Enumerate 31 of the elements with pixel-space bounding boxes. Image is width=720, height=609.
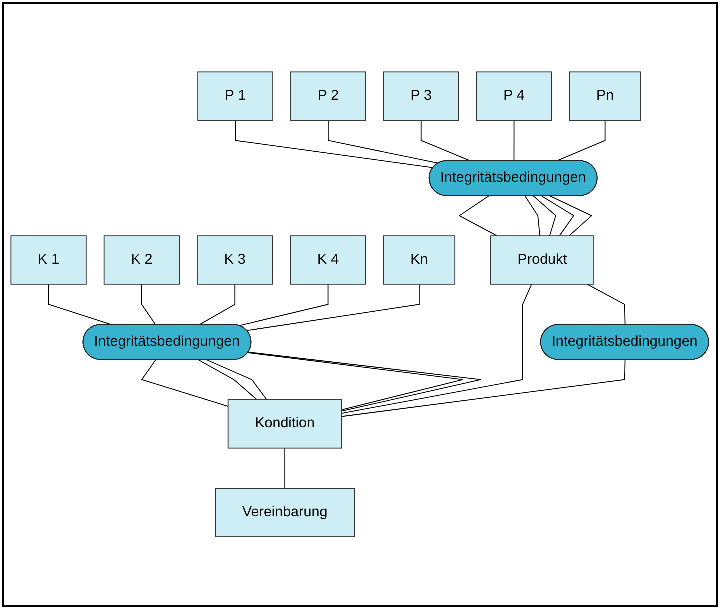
node-box: Kondition — [228, 399, 342, 449]
connector — [341, 284, 532, 414]
connector — [198, 360, 258, 400]
connector — [141, 360, 229, 407]
connector — [284, 448, 286, 489]
node-box: Pn — [569, 72, 642, 121]
connector — [328, 120, 440, 164]
node-box: Vereinbarung — [215, 488, 356, 538]
node-box: K 1 — [10, 236, 87, 285]
node-box: P 3 — [383, 72, 460, 121]
connector — [142, 284, 156, 326]
connector — [198, 284, 236, 326]
node-box: K 4 — [290, 236, 366, 285]
node-box: K 2 — [104, 236, 180, 285]
node-box: K 3 — [197, 236, 274, 285]
connector — [514, 120, 515, 162]
connector — [341, 360, 626, 418]
node-box: P 1 — [198, 72, 274, 121]
connector — [556, 120, 606, 162]
node-box: P 4 — [476, 72, 552, 121]
node-box: Produkt — [490, 236, 594, 285]
connector — [235, 120, 434, 168]
connector — [238, 284, 329, 326]
node-box: Kn — [383, 236, 456, 285]
connector — [586, 284, 626, 326]
connector — [206, 360, 268, 400]
connector — [420, 120, 472, 162]
node-box: P 2 — [290, 72, 366, 121]
connector — [246, 284, 420, 332]
connector — [48, 284, 114, 326]
connector — [524, 196, 541, 236]
